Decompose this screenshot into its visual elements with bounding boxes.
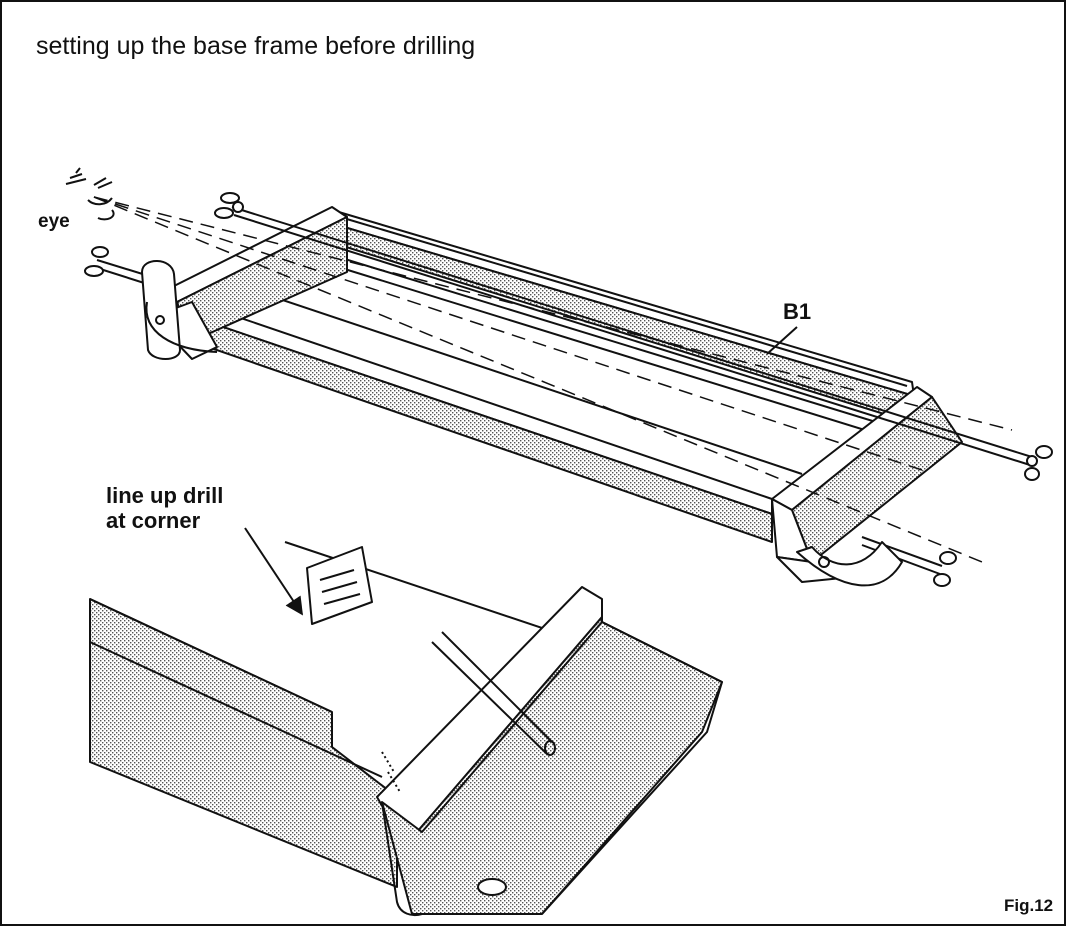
drill-arrow [244, 527, 303, 616]
eye-icon [65, 167, 115, 221]
right-end-bracket [771, 386, 963, 583]
g-clamp-right [796, 541, 903, 587]
base-frame-assembly [84, 192, 1053, 587]
b1-leader [766, 326, 798, 355]
wing-nut-top-left [214, 192, 244, 219]
rail-b1 [329, 209, 915, 423]
upper-threaded-rod [231, 206, 1033, 466]
drill-callout-line-2: at corner [106, 508, 201, 534]
wing-nut-top-right [1024, 445, 1053, 481]
drill-bit [306, 546, 556, 756]
drill-callout-line-1: line up drill [106, 483, 224, 508]
eye-label: eye [38, 211, 70, 232]
g-clamp-left [141, 260, 218, 360]
wing-nut-bottom-left [84, 246, 109, 277]
front-rail [181, 277, 803, 543]
b1-label: B1 [783, 299, 812, 324]
sight-lines [93, 196, 1013, 563]
wing-nut-bottom-right [933, 551, 957, 587]
corner-detail-view [89, 541, 723, 917]
figure-number: Fig.12 [1004, 896, 1054, 915]
drill-callout: line up drill at corner [106, 483, 223, 534]
figure-title: setting up the base frame before drillin… [36, 32, 476, 60]
mount-hole [477, 878, 507, 896]
